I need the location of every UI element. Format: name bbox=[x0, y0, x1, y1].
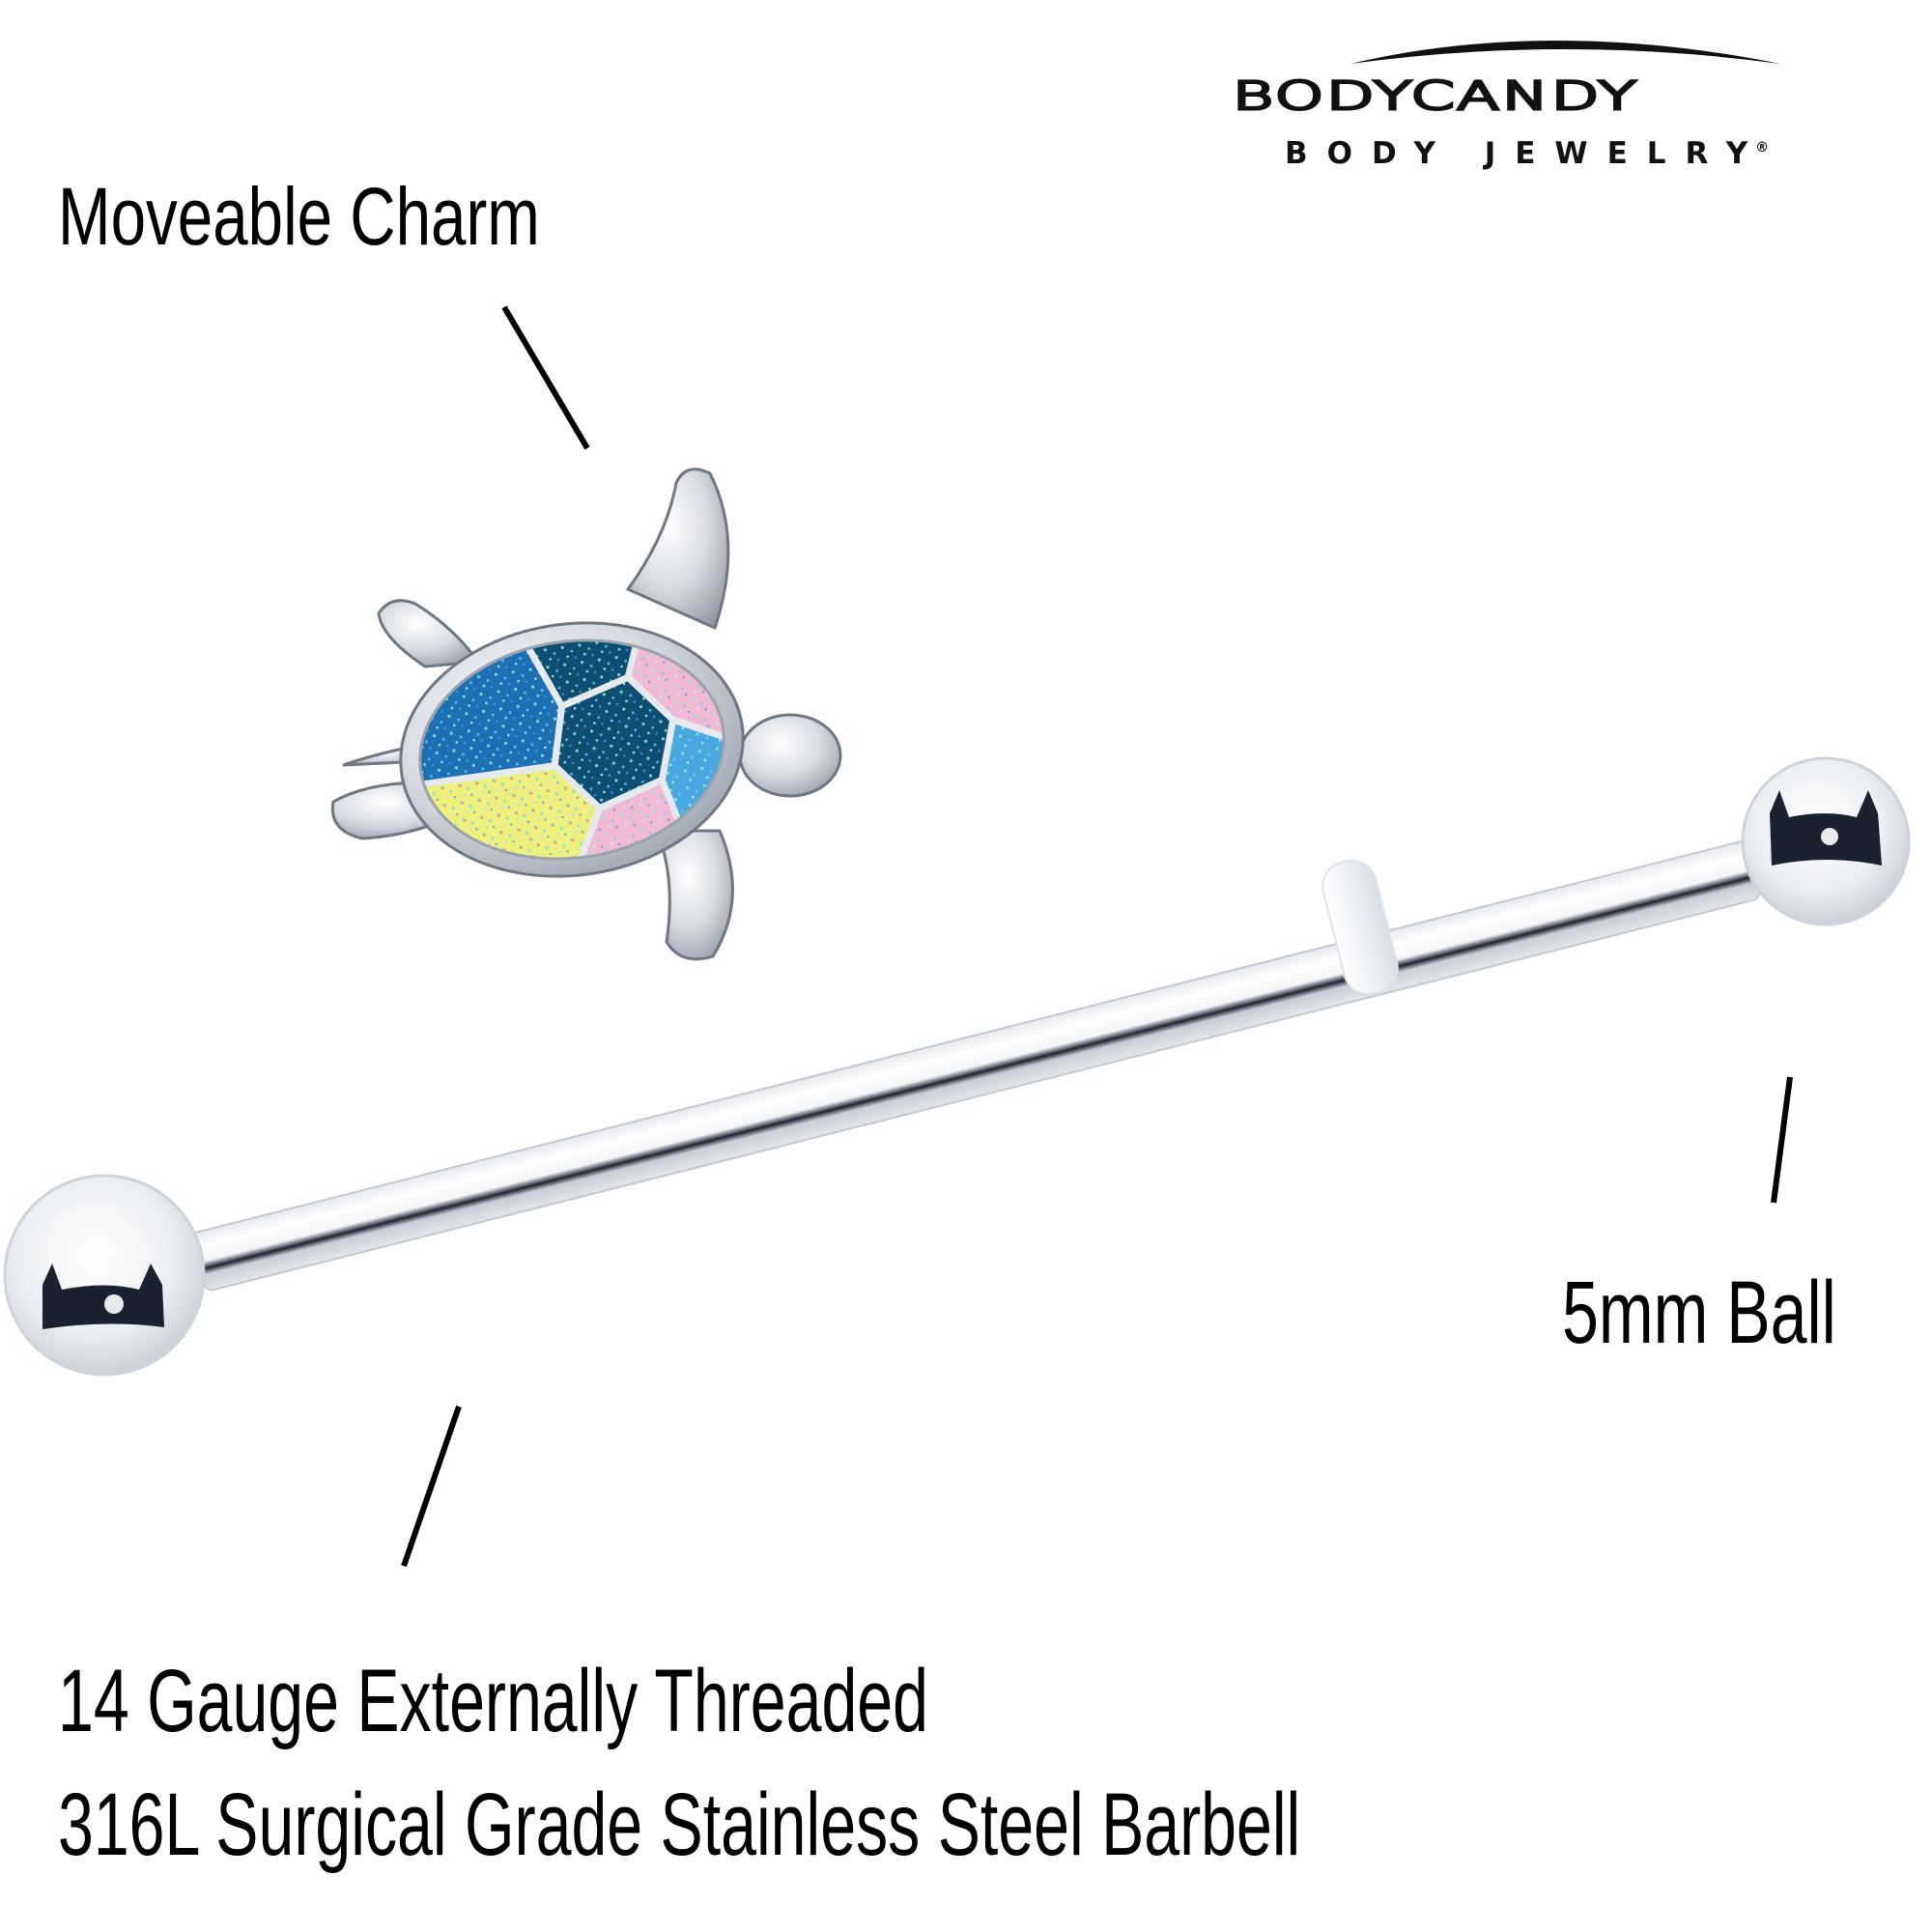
logo-swoosh-icon bbox=[1350, 41, 1780, 64]
turtle-charm bbox=[330, 468, 842, 961]
o-ring bbox=[1321, 859, 1399, 996]
callout-ball-size: 5mm Ball bbox=[1562, 1264, 1836, 1362]
brand-logo: BODYCANDY BODY JEWELRY® bbox=[1225, 27, 1920, 182]
right-ball bbox=[1741, 756, 1911, 926]
logo-tagline: BODY JEWELRY® bbox=[1285, 139, 1769, 169]
left-ball bbox=[3, 1174, 206, 1377]
spec-description: 14 Gauge Externally Threaded 316L Surgic… bbox=[58, 1657, 1784, 1869]
spec-gauge-line: 14 Gauge Externally Threaded bbox=[58, 1652, 928, 1750]
charm-leader-line bbox=[501, 305, 590, 450]
ball-leader-line bbox=[1771, 1076, 1793, 1204]
barbell-leader-line bbox=[401, 1406, 462, 1567]
barbell-shaft bbox=[192, 840, 1761, 1292]
spec-material-line: 316L Surgical Grade Stainless Steel Barb… bbox=[58, 1776, 1301, 1874]
logo-wordmark: BODYCANDY bbox=[1231, 73, 1639, 119]
registered-mark: ® bbox=[1755, 140, 1770, 156]
callout-moveable-charm: Moveable Charm bbox=[58, 171, 540, 262]
logo-tagline-text: BODY JEWELRY bbox=[1285, 136, 1768, 171]
